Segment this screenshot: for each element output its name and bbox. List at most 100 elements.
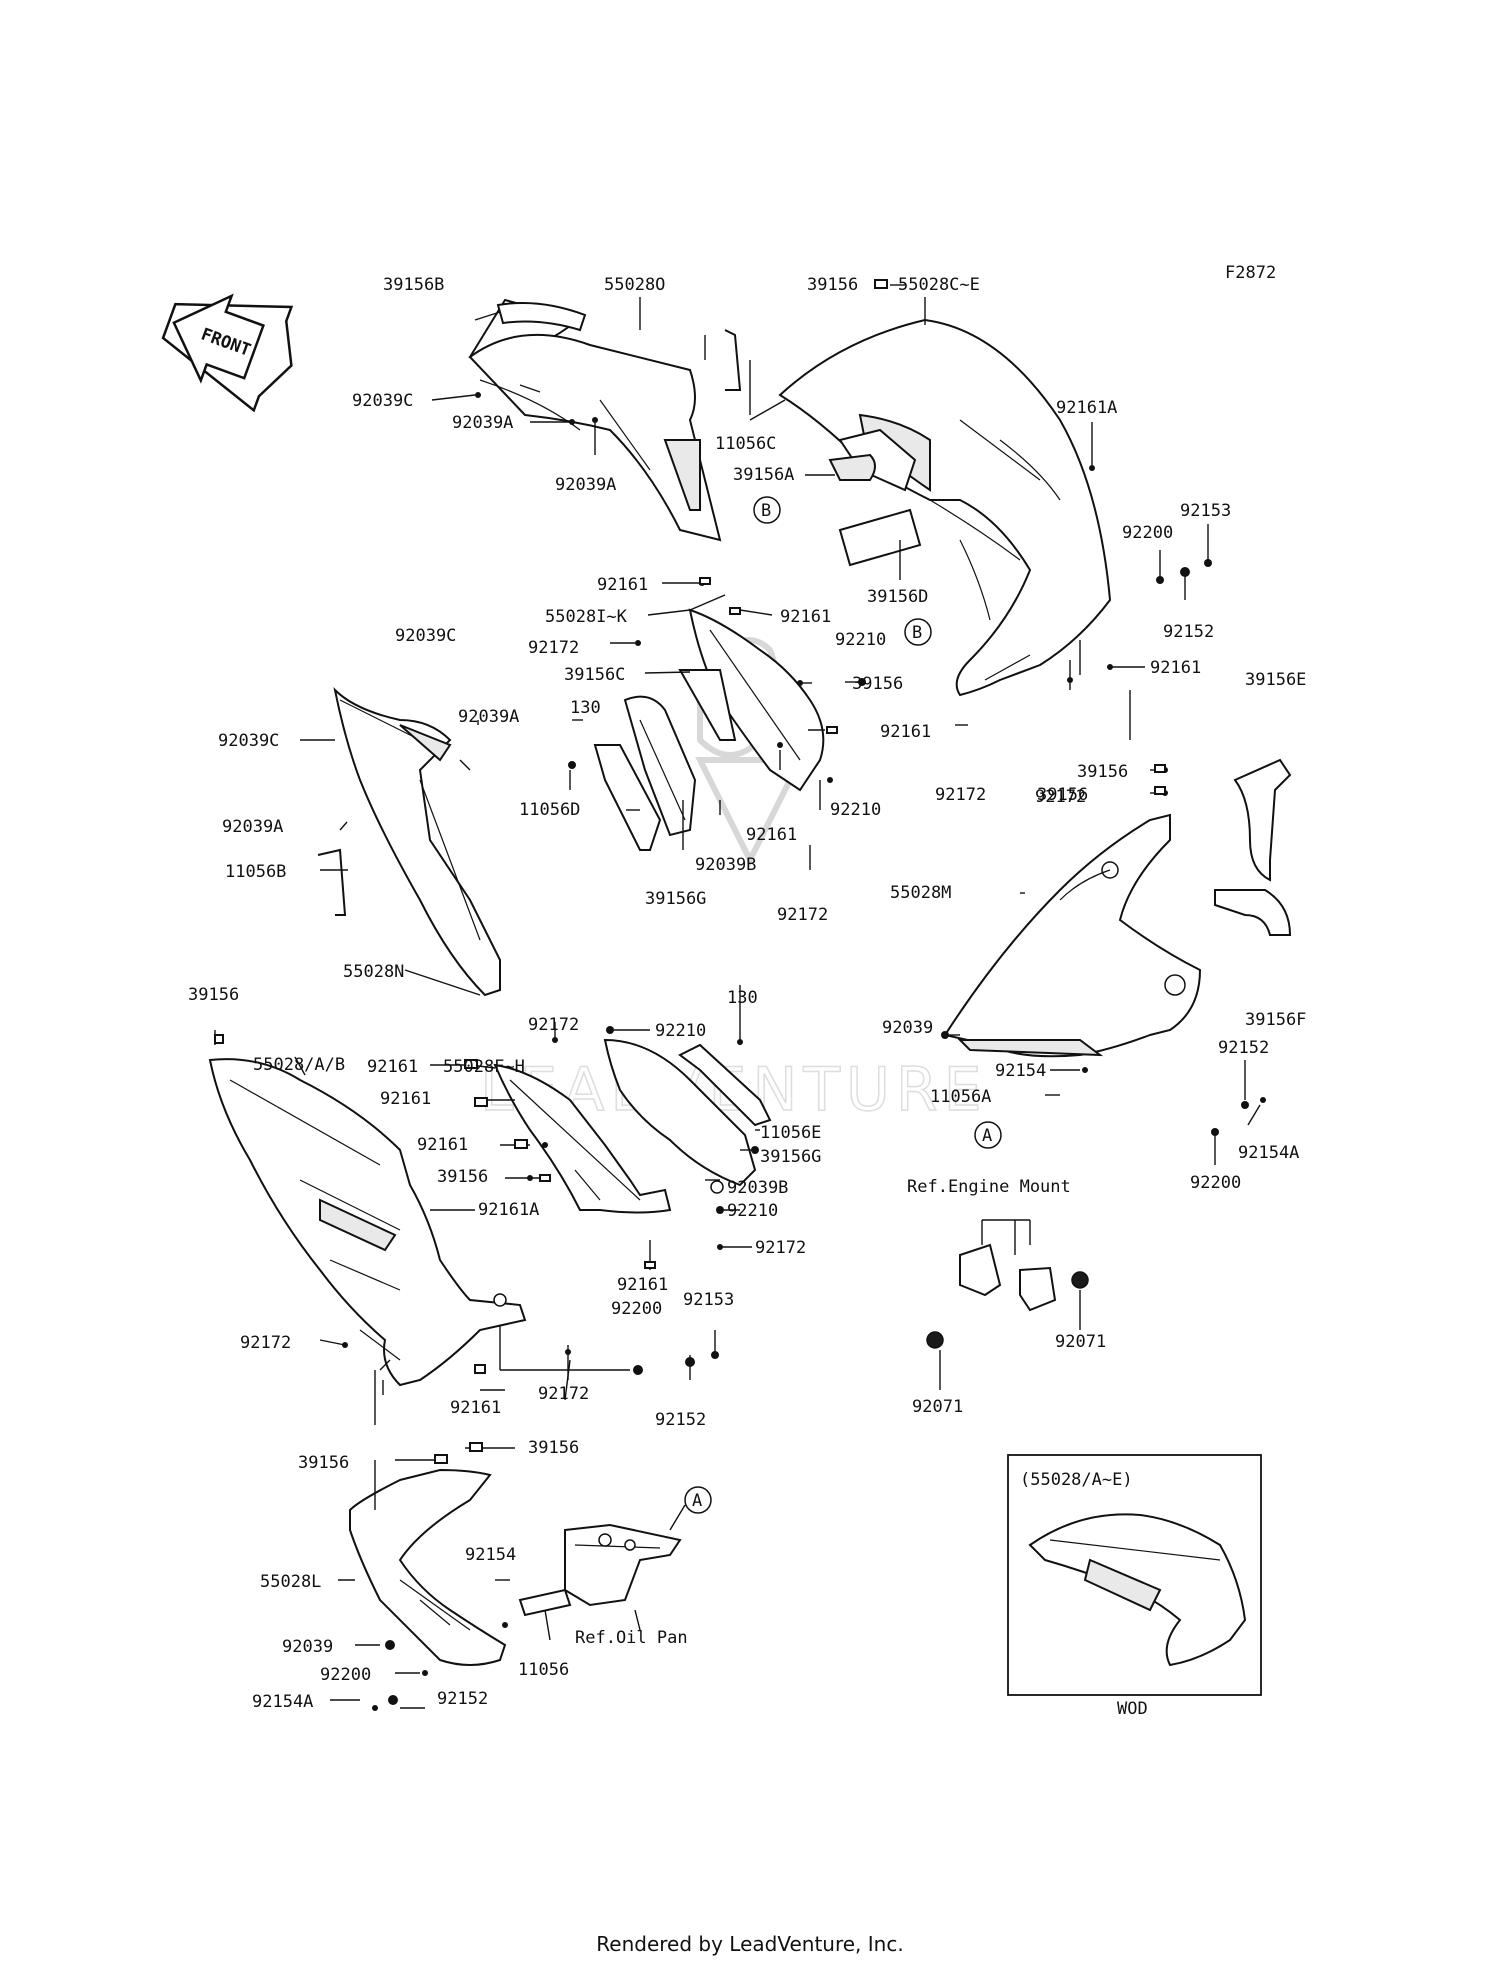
label-39156-r1: 39156	[1077, 762, 1128, 782]
label-92200-top: 92200	[1122, 523, 1173, 543]
callout-A-bottom: A	[684, 1486, 712, 1514]
label-92154A-b: 92154A	[252, 1692, 313, 1712]
inner-panel-55028IK	[678, 608, 825, 792]
pad-39156E	[1233, 758, 1292, 882]
label-92154-b: 92154	[465, 1545, 516, 1565]
label-39156-r2: 39156	[1037, 785, 1088, 805]
callout-B-top: B	[753, 496, 781, 524]
label-55028L: 55028L	[260, 1572, 321, 1592]
strip-39156B	[496, 301, 587, 332]
label-11056B: 11056B	[225, 862, 286, 882]
bracket-11056C	[724, 329, 742, 391]
label-55028O: 55028O	[604, 275, 665, 295]
svg-text:B: B	[761, 501, 771, 521]
label-92039A-left2: 92039A	[222, 817, 283, 837]
label-39156-left: 39156	[188, 985, 239, 1005]
label-92161-a: 92161	[597, 575, 648, 595]
label-39156C: 39156C	[564, 665, 625, 685]
diagram-code: F2872	[1225, 263, 1276, 283]
label-92172-b: 92172	[777, 905, 828, 925]
label-92161-e: 92161	[367, 1057, 418, 1077]
label-92161A-b: 92161A	[478, 1200, 539, 1220]
label-92210-c: 92210	[655, 1021, 706, 1041]
bracket-11056B	[317, 848, 347, 916]
callout-B-mid: B	[904, 618, 932, 646]
label-92071-b: 92071	[912, 1397, 963, 1417]
grommet-92039B	[710, 1180, 724, 1194]
label-92152-r: 92152	[1218, 1038, 1269, 1058]
lower-panel-55028FH	[493, 1063, 672, 1214]
label-39156A: 39156A	[733, 465, 794, 485]
label-92172-f: 92172	[755, 1238, 806, 1258]
label-92154A-r: 92154A	[1238, 1143, 1299, 1163]
under-cowl-55028L	[349, 1468, 507, 1666]
label-92039A-left1: 92039A	[458, 707, 519, 727]
label-11056E: 11056E	[760, 1123, 821, 1143]
label-39156-h: 39156	[298, 1453, 349, 1473]
label-39156B: 39156B	[383, 275, 444, 295]
label-ref-engine: Ref.Engine Mount	[907, 1177, 1071, 1197]
label-55028FH: 55028F~H	[443, 1057, 525, 1077]
label-92210-a: 92210	[835, 630, 886, 650]
label-92210-b: 92210	[830, 800, 881, 820]
label-92161-g: 92161	[417, 1135, 468, 1155]
label-92161-h: 92161	[617, 1275, 668, 1295]
label-11056: 11056	[518, 1660, 569, 1680]
lower-cowl-55028AB	[208, 1058, 527, 1387]
pad-39156A	[828, 453, 876, 481]
label-92039-r: 92039	[882, 1018, 933, 1038]
label-55028N: 55028N	[343, 962, 404, 982]
label-92071-a: 92071	[1055, 1332, 1106, 1352]
bracket-11056D	[593, 744, 662, 851]
label-92152-top: 92152	[1163, 622, 1214, 642]
label-39156-top: 39156	[807, 275, 858, 295]
svg-text:A: A	[982, 1126, 992, 1146]
label-55028M: 55028M	[890, 883, 951, 903]
label-92172-d: 92172	[935, 785, 986, 805]
label-92172-g: 92172	[240, 1333, 291, 1353]
label-11056D: 11056D	[519, 800, 580, 820]
engine-mount	[926, 1243, 1089, 1349]
label-92153-b: 92153	[683, 1290, 734, 1310]
part-labels: 39156B 55028O 55028C~E 39156 92039C 9203…	[188, 275, 1306, 1712]
inset-box: (55028/A~E) WOD	[1007, 1454, 1262, 1719]
label-92161A-top: 92161A	[1056, 398, 1117, 418]
side-panel-55028N	[333, 686, 501, 997]
svg-text:A: A	[692, 1491, 702, 1511]
label-130-a: 130	[570, 698, 601, 718]
label-92039C-left1: 92039C	[395, 626, 456, 646]
label-39156-i: 39156	[528, 1438, 579, 1458]
label-92039-b: 92039	[282, 1637, 333, 1657]
label-92152-c: 92152	[437, 1689, 488, 1709]
label-92039B-b: 92039B	[727, 1178, 788, 1198]
label-55028IK: 55028I~K	[545, 607, 628, 627]
label-92172-h: 92172	[538, 1384, 589, 1404]
label-11056C: 11056C	[715, 434, 776, 454]
side-panel-55028M	[943, 813, 1202, 1058]
label-92200-b: 92200	[611, 1299, 662, 1319]
label-92172-a: 92172	[528, 638, 579, 658]
label-92152-b: 92152	[655, 1410, 706, 1430]
duct-39156G	[623, 695, 697, 837]
label-92039B-a: 92039B	[695, 855, 756, 875]
label-39156F: 39156F	[1245, 1010, 1306, 1030]
duct-39156G-lower	[603, 1038, 757, 1187]
label-39156G-b: 39156G	[760, 1147, 821, 1167]
label-92161-right: 92161	[1150, 658, 1201, 678]
label-130-b: 130	[727, 988, 758, 1008]
label-92161-b: 92161	[780, 607, 831, 627]
svg-text:B: B	[912, 623, 922, 643]
label-92039C-left2: 92039C	[218, 731, 279, 751]
label-92039A-1: 92039A	[452, 413, 513, 433]
label-92172-e: 92172	[528, 1015, 579, 1035]
label-92161-d: 92161	[746, 825, 797, 845]
pad-39156D	[838, 508, 922, 567]
bracket-11056E	[678, 1043, 772, 1127]
inset-caption: WOD	[1117, 1699, 1148, 1719]
label-55028CE: 55028C~E	[898, 275, 980, 295]
label-92161-f: 92161	[380, 1089, 431, 1109]
label-39156D: 39156D	[867, 587, 928, 607]
label-92172-c: 92172	[1035, 787, 1086, 807]
label-92200-r: 92200	[1190, 1173, 1241, 1193]
label-92039A-2: 92039A	[555, 475, 616, 495]
